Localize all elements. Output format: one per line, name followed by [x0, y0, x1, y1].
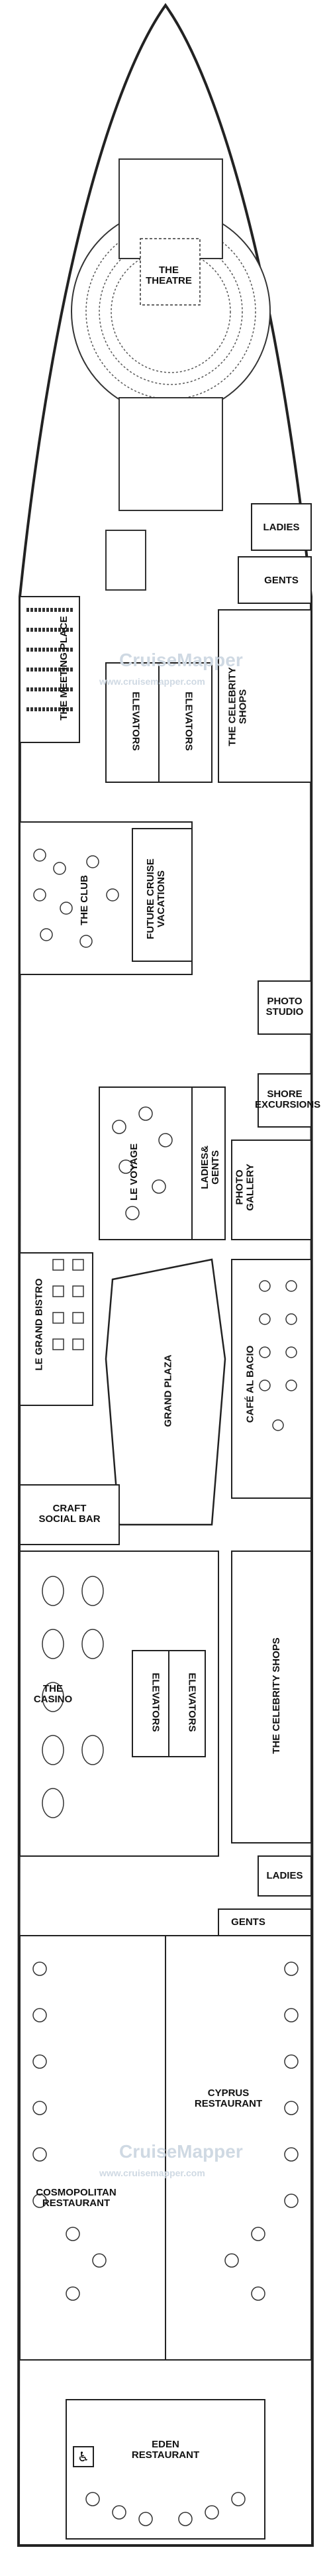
label-photo-studio: PHOTO STUDIO — [265, 996, 304, 1018]
label-craft-social-bar: CRAFT SOCIAL BAR — [38, 1503, 101, 1525]
celebrity-shops-mid-room — [231, 1551, 312, 1844]
label-cosmopolitan-restaurant: COSMOPOLITAN RESTAURANT — [36, 2187, 117, 2209]
gents-room-fwd — [238, 556, 312, 604]
label-theatre: THE THEATRE — [146, 264, 192, 286]
label-future-cruise: FUTURE CRUISE VACATIONS — [144, 858, 167, 939]
cafe-al-bacio-room — [231, 1259, 312, 1499]
label-celebrity-shops-fwd: THE CELEBRITY SHOPS — [226, 667, 249, 746]
label-gents-fwd: GENTS — [264, 575, 299, 586]
ladies-room-fwd — [251, 503, 312, 551]
label-elevators-fwd-1: ELEVATORS — [130, 691, 142, 751]
cyprus-restaurant-room — [165, 1935, 312, 2361]
photo-gallery-room — [231, 1140, 312, 1240]
label-elevators-mid-2: ELEVATORS — [186, 1672, 198, 1732]
label-elevators-mid-1: ELEVATORS — [150, 1672, 162, 1732]
label-ladies-fwd: LADIES — [263, 522, 300, 533]
label-cafe-al-bacio: CAFÉ AL BACIO — [244, 1345, 256, 1423]
watermark-brand-2: CruiseMapper — [119, 2141, 243, 2162]
future-cruise-desk — [132, 828, 193, 962]
club-tables — [33, 849, 119, 948]
label-photo-gallery: PHOTO GALLERY — [234, 1163, 256, 1211]
le-voyage-room — [99, 1086, 193, 1240]
meeting-place-room — [19, 596, 80, 743]
cafe-tables — [259, 1280, 297, 1431]
eden-restaurant-room — [66, 2399, 265, 2540]
ladies-room-aft — [258, 1855, 312, 1897]
label-ladies-gents: LADIES& GENTS — [199, 1145, 221, 1189]
label-shore-excursions: SHORE EXCURSIONS — [255, 1088, 321, 1110]
le-voyage-tables — [112, 1106, 173, 1220]
label-le-voyage: LE VOYAGE — [128, 1143, 140, 1201]
label-eden-restaurant: EDEN RESTAURANT — [131, 2439, 200, 2461]
grand-plaza-atrium — [105, 1258, 226, 1526]
celebrity-shops-fwd-room — [218, 609, 312, 783]
label-meeting-place: THE MEETING PLACE — [58, 616, 70, 721]
label-cyprus-restaurant: CYPRUS RESTAURANT — [194, 2087, 263, 2109]
casino-tables — [42, 1576, 104, 1818]
wheelchair-icon: ♿ — [73, 2446, 94, 2467]
bistro-tables — [52, 1259, 84, 1350]
label-gents-aft: GENTS — [231, 1916, 265, 1928]
shore-excursions-desk — [258, 1073, 312, 1128]
theatre-area — [71, 158, 271, 591]
restaurant-tables — [32, 1961, 299, 2301]
gents-room-aft — [218, 1908, 312, 1936]
eden-tables — [85, 2492, 246, 2526]
le-grand-bistro-room — [19, 1252, 93, 1406]
watermark-brand-1: CruiseMapper — [119, 650, 243, 670]
ladies-gents-room — [191, 1086, 226, 1240]
label-celebrity-shops-mid: THE CELEBRITY SHOPS — [270, 1637, 282, 1754]
label-ladies-aft: LADIES — [266, 1870, 303, 1881]
craft-social-bar-room — [19, 1484, 120, 1545]
label-le-grand-bistro: LE GRAND BISTRO — [33, 1278, 45, 1371]
cosmopolitan-restaurant-room — [19, 1935, 166, 2361]
label-the-club: THE CLUB — [78, 875, 90, 925]
photo-studio-room — [258, 980, 312, 1035]
label-grand-plaza: GRAND PLAZA — [162, 1354, 174, 1427]
label-elevators-fwd-2: ELEVATORS — [183, 691, 195, 751]
watermark-url-2: www.cruisemapper.com — [99, 2168, 205, 2178]
label-the-casino: THE CASINO — [33, 1683, 73, 1705]
watermark-url-1: www.cruisemapper.com — [99, 676, 205, 687]
